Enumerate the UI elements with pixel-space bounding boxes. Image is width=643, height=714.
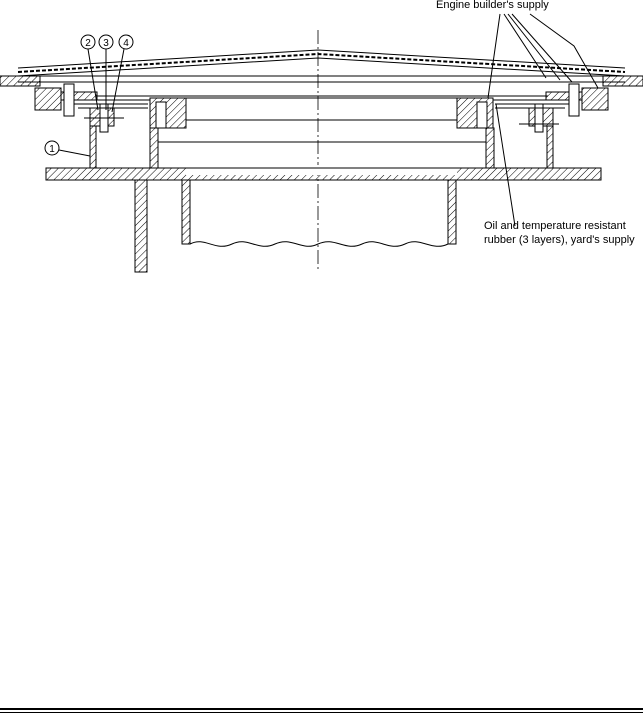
trunk-wall-left: [134, 179, 148, 273]
inner-duct: [157, 97, 487, 168]
inner-bolt-right: [476, 101, 488, 129]
callout-3: 3: [98, 34, 114, 110]
break-line: [189, 241, 449, 247]
footer-rule-thick: [0, 708, 643, 710]
callout-4: 4: [111, 34, 134, 113]
clamp-right: [519, 83, 609, 133]
duct-wall-left: [181, 179, 191, 245]
svg-text:2: 2: [85, 38, 91, 49]
engine-supply-leaders: [487, 13, 599, 99]
outer-flange-right: [602, 75, 643, 87]
coaming-left: [89, 125, 97, 169]
svg-text:4: 4: [123, 38, 129, 49]
svg-text:1: 1: [49, 144, 55, 155]
callout-1: 1: [44, 140, 91, 157]
rubber-label-line2: rubber (3 layers), yard's supply: [484, 234, 635, 246]
clamp-left: [34, 83, 124, 133]
inner-wall-right: [485, 127, 495, 169]
inner-bolt-left: [155, 101, 167, 129]
duct-wall-right: [447, 179, 457, 245]
inner-wall-left: [149, 127, 159, 169]
inner-flange-left: [149, 97, 187, 129]
outer-flange-left: [0, 75, 41, 87]
engine-supply-label: Engine builder's supply: [436, 0, 549, 11]
cover-plate: [17, 49, 626, 83]
coaming-right: [546, 125, 554, 169]
rubber-leader: [495, 103, 516, 227]
rubber-label-line1: Oil and temperature resistant: [484, 220, 626, 232]
inner-flange-right: [456, 97, 494, 129]
callout-2: 2: [80, 34, 99, 111]
footer-rule-thin: [0, 712, 643, 713]
svg-text:3: 3: [103, 38, 109, 49]
